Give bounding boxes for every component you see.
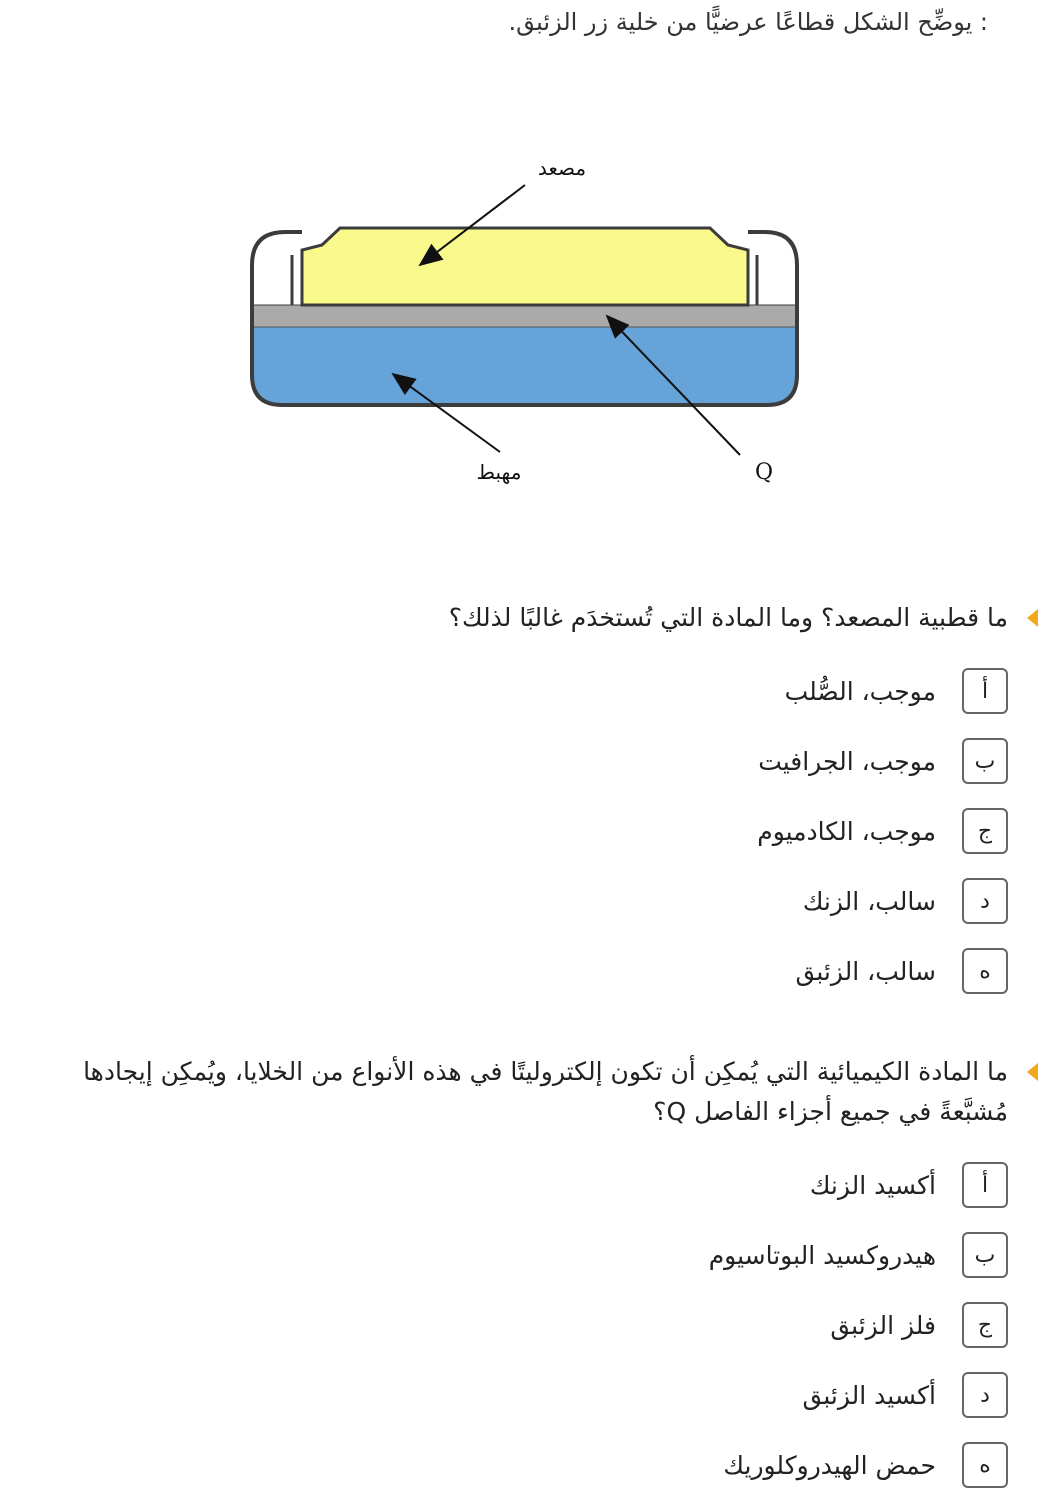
option-label: حمض الهيدروكلوريك <box>723 1450 936 1480</box>
intro-text: : يوضِّح الشكل قطاعًا عرضيًّا من خلية زر… <box>508 8 988 36</box>
option-label: أكسيد الزنك <box>809 1170 936 1200</box>
cathode-label: مهبط <box>477 460 522 484</box>
option-key: ب <box>962 1232 1008 1278</box>
question-2: ما المادة الكيميائية التي يُمكِن أن تكون… <box>40 1052 1038 1510</box>
anode-arrow <box>418 184 526 267</box>
option-a[interactable]: أ أكسيد الزنك <box>40 1160 1008 1210</box>
option-key: د <box>962 878 1008 924</box>
separator-arrow <box>605 314 741 456</box>
option-d[interactable]: د أكسيد الزئبق <box>40 1370 1008 1420</box>
question-1: ما قطبية المصعد؟ وما المادة التي تُستخدَ… <box>40 598 1038 1016</box>
question-marker-icon <box>1027 1063 1038 1081</box>
option-label: فلز الزئبق <box>830 1310 936 1340</box>
option-key: ه <box>962 1442 1008 1488</box>
option-key: ب <box>962 738 1008 784</box>
separator-region <box>251 304 798 328</box>
option-b[interactable]: ب هيدروكسيد البوتاسيوم <box>40 1230 1008 1280</box>
option-key: د <box>962 1372 1008 1418</box>
option-b[interactable]: ب موجب، الجرافيت <box>40 736 1008 786</box>
option-label: سالب، الزئبق <box>795 956 936 986</box>
option-label: موجب، الكادميوم <box>757 816 936 846</box>
option-a[interactable]: أ موجب، الصُّلب <box>40 666 1008 716</box>
option-key: ج <box>962 1302 1008 1348</box>
option-e[interactable]: ه حمض الهيدروكلوريك <box>40 1440 1008 1490</box>
cell-casing <box>250 230 799 407</box>
option-label: موجب، الصُّلب <box>784 676 936 706</box>
mercury-cell-diagram: مصعد مهبط Q <box>250 156 799 485</box>
option-key: ه <box>962 948 1008 994</box>
cathode-arrow <box>391 372 501 453</box>
option-e[interactable]: ه سالب، الزئبق <box>40 946 1008 996</box>
option-label: هيدروكسيد البوتاسيوم <box>708 1240 936 1270</box>
option-label: سالب، الزنك <box>802 886 936 916</box>
question-1-options: أ موجب، الصُّلب ب موجب، الجرافيت ج موجب،… <box>40 666 1008 996</box>
question-1-text: ما قطبية المصعد؟ وما المادة التي تُستخدَ… <box>448 603 1008 632</box>
cathode-region <box>252 327 797 405</box>
anode-region <box>300 226 750 307</box>
option-c[interactable]: ج فلز الزئبق <box>40 1300 1008 1350</box>
option-label: أكسيد الزئبق <box>802 1380 936 1410</box>
question-marker-icon <box>1027 609 1038 627</box>
question-2-text: ما المادة الكيميائية التي يُمكِن أن تكون… <box>83 1057 1008 1126</box>
option-key: أ <box>962 1162 1008 1208</box>
option-key: ج <box>962 808 1008 854</box>
option-key: أ <box>962 668 1008 714</box>
question-2-options: أ أكسيد الزنك ب هيدروكسيد البوتاسيوم ج ف… <box>40 1160 1008 1490</box>
option-c[interactable]: ج موجب، الكادميوم <box>40 806 1008 856</box>
option-label: موجب، الجرافيت <box>758 746 936 776</box>
option-d[interactable]: د سالب، الزنك <box>40 876 1008 926</box>
anode-label: مصعد <box>538 156 586 180</box>
separator-label: Q <box>755 460 773 485</box>
